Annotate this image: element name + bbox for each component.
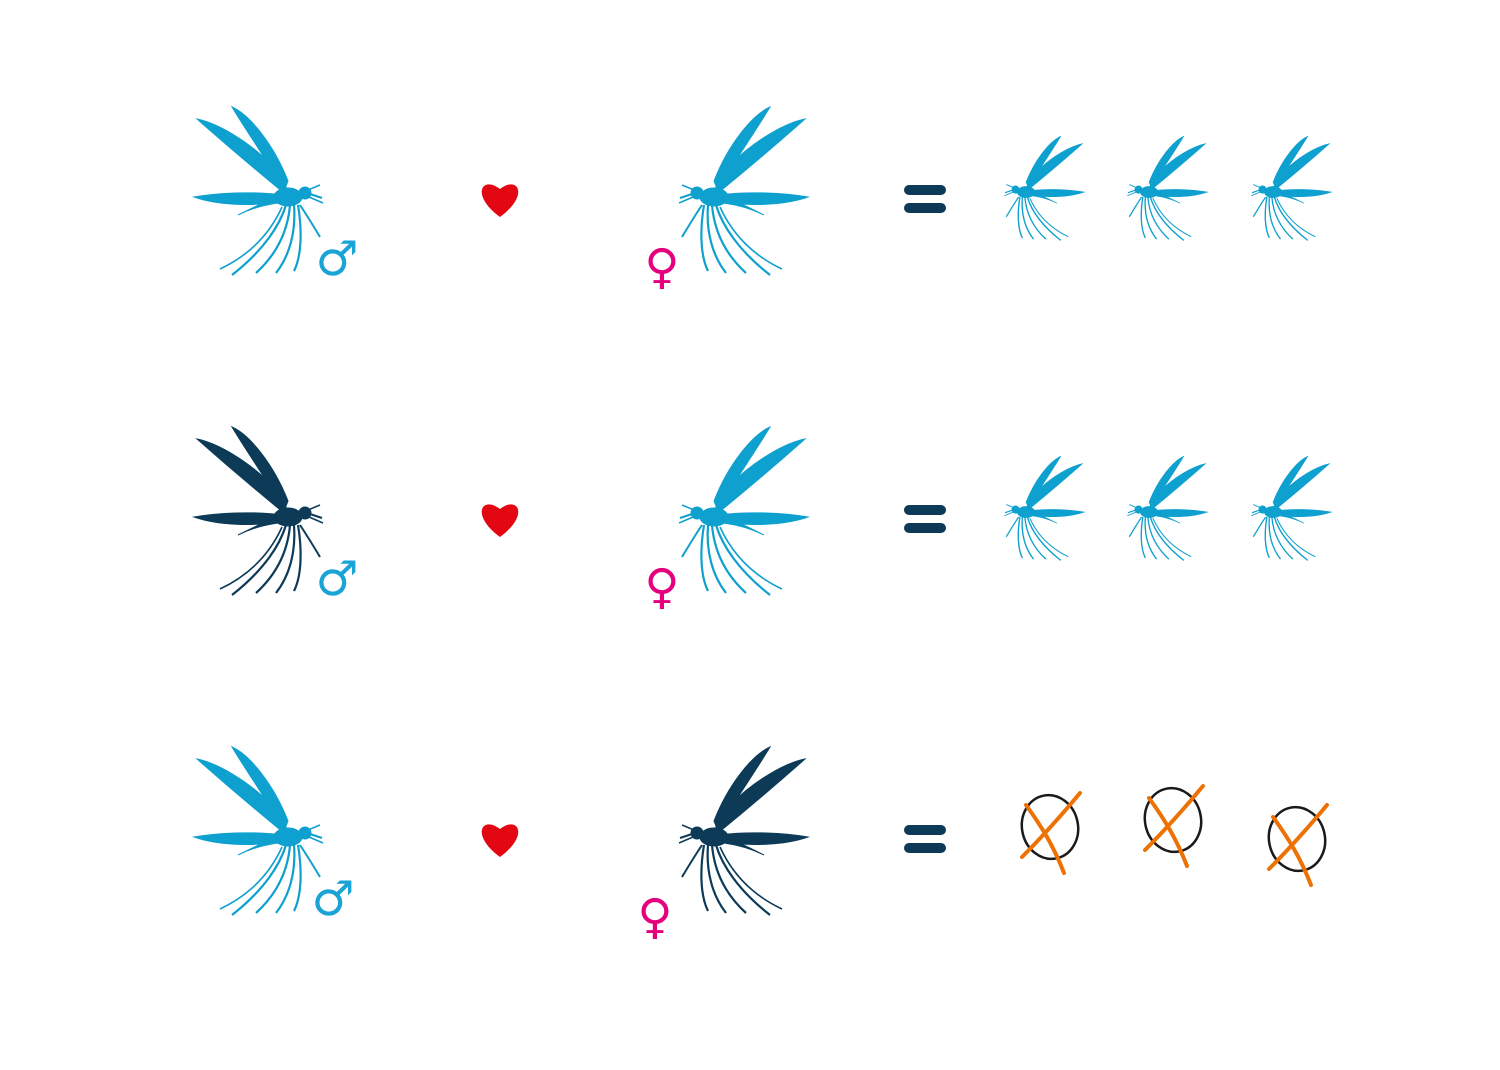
mosquito-icon (192, 105, 325, 277)
offspring-mosquito (1003, 455, 1086, 562)
offspring-mosquito (1126, 135, 1209, 242)
female-symbol-icon: ♀ (637, 889, 672, 945)
offspring-mosquito (1250, 455, 1333, 562)
mosquito-icon (677, 425, 810, 597)
female-parent (677, 105, 810, 277)
mosquito-icon (677, 745, 810, 917)
crossed-circle-icon (1143, 784, 1205, 868)
male-parent (192, 105, 325, 277)
mosquito-icon (1126, 135, 1209, 242)
male-symbol-icon: ♂ (311, 871, 354, 927)
mosquito-icon (677, 105, 810, 277)
mosquito-icon (192, 745, 325, 917)
mosquito-icon (1250, 135, 1333, 242)
heart-icon (481, 184, 519, 217)
female-symbol-icon: ♀ (644, 559, 679, 615)
equals-icon (904, 505, 946, 533)
crossed-circle-icon (1267, 803, 1329, 887)
female-parent (677, 745, 810, 917)
female-symbol-icon: ♀ (644, 239, 679, 295)
heart-icon (481, 504, 519, 537)
equals-icon (904, 185, 946, 213)
cross-row: ♂♀ (192, 745, 1329, 945)
cross-row: ♂♀ (192, 105, 1333, 295)
mosquito-icon (1003, 135, 1086, 242)
mosquito-icon (192, 425, 325, 597)
cross-row: ♂♀ (192, 425, 1333, 615)
male-symbol-icon: ♂ (315, 231, 358, 287)
crossed-circle-icon (1020, 791, 1082, 875)
heart-icon (481, 824, 519, 857)
mosquito-icon (1250, 455, 1333, 562)
equals-icon (904, 825, 946, 853)
male-parent (192, 745, 325, 917)
mosquito-icon (1003, 455, 1086, 562)
offspring-mosquito (1003, 135, 1086, 242)
female-parent (677, 425, 810, 597)
mosquito-icon (1126, 455, 1209, 562)
offspring-mosquito (1126, 455, 1209, 562)
offspring-mosquito (1250, 135, 1333, 242)
male-symbol-icon: ♂ (315, 551, 358, 607)
male-parent (192, 425, 325, 597)
